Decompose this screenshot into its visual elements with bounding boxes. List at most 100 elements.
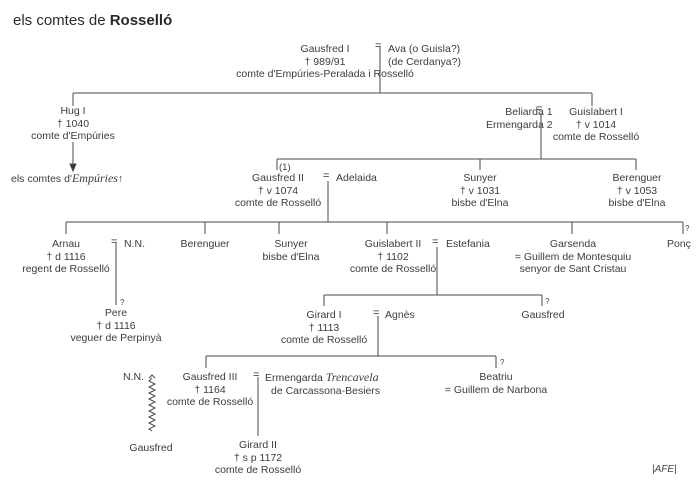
person-guislabert-ii: Guislabert II † 1102 comte de Rosselló [350, 238, 436, 276]
person-gausfred-brother: Gausfred [521, 309, 565, 321]
person-guislabert-i: Guislabert I † v 1014 comte de Rosselló [553, 106, 639, 144]
death-date: † 989/91 [304, 55, 346, 68]
person-beatriu: Beatriu = Guillem de Narbona [445, 371, 547, 396]
person-title: comte d'Empúries [31, 130, 115, 142]
death-date: † s p 1172 [233, 451, 283, 464]
person-origin: de Carcassona-Besiers [271, 384, 381, 397]
source-credit: |AFE| [652, 464, 677, 475]
title-bold: Rosselló [109, 12, 173, 29]
person-name: Gausfred III [182, 371, 238, 383]
person-berenguer: Berenguer [180, 238, 230, 250]
person-name: Garsenda [549, 238, 597, 250]
person-origin: (de Cerdanya?) [388, 55, 461, 68]
illegitimate-wavy-line [147, 374, 157, 432]
person-title: comte de Rosselló [166, 396, 254, 408]
person-arnau: Arnau † d 1116 regent de Rosselló [22, 238, 110, 276]
death-date: † v 1074 [257, 184, 299, 197]
death-date: † v 1031 [459, 184, 501, 197]
branch-empuries-link[interactable]: els comtes d'Empúries↑ [11, 172, 123, 186]
person-nn-arnau-spouse: N.N. [124, 238, 145, 250]
person-hug-i: Hug I † 1040 comte d'Empúries [31, 105, 115, 143]
branch-name: Empúries [71, 171, 118, 185]
person-estefania: Estefania [446, 238, 490, 250]
death-date: † v 1014 [575, 118, 617, 131]
person-surname: Trencavela [325, 370, 379, 384]
person-name: Beatriu [479, 371, 513, 383]
person-title: comte de Rosselló [552, 131, 640, 143]
person-name: Gausfred II [252, 172, 304, 184]
person-name: Ermengarda [265, 372, 326, 384]
diagram-title: els comtes de Rosselló [13, 12, 172, 29]
branch-prefix: els comtes d' [11, 173, 72, 185]
person-title: comte de Rosselló [280, 334, 368, 346]
marriage-symbol: = [323, 170, 330, 182]
person-nn-mistress: N.N. [123, 371, 144, 383]
up-arrow-icon: ↑ [117, 173, 124, 185]
person-title: regent de Rosselló [22, 263, 110, 275]
uncertain-marker: ? [500, 358, 505, 367]
person-title: senyor de Sant Cristau [519, 263, 627, 275]
footnote-marker: (1) [279, 162, 291, 173]
person-title: bisbe d'Elna [608, 197, 666, 209]
person-girard-i: Girard I † 1113 comte de Rosselló [281, 309, 367, 347]
person-ava: Ava (o Guisla?) (de Cerdanya?) [388, 43, 461, 68]
uncertain-marker: ? [545, 297, 550, 306]
death-date: † 1113 [308, 321, 340, 334]
death-date: † v 1053 [616, 184, 658, 197]
person-title: veguer de Perpinyà [70, 332, 162, 344]
death-date: † 1102 [377, 250, 409, 263]
uncertain-marker: ? [685, 224, 690, 233]
marriage-symbol: = [373, 307, 380, 319]
title-prefix: els comtes de [13, 12, 110, 29]
person-gausfred-i: Gausfred I † 989/91 comte d'Empúries-Per… [236, 43, 414, 81]
person-gausfred-ii: Gausfred II † v 1074 comte de Rosselló [235, 172, 321, 210]
person-name: Girard II [239, 439, 277, 451]
person-title: comte d'Empúries-Peralada i Rosselló [236, 68, 414, 80]
marriage-symbol: = [432, 236, 439, 248]
uncertain-marker: ? [120, 298, 125, 307]
person-ermengarda-trencavela: Ermengarda Trencavela de Carcassona-Besi… [265, 371, 380, 397]
person-sunyer: Sunyer bisbe d'Elna [263, 238, 320, 263]
person-name: Sunyer [274, 238, 308, 250]
wife-beliarda: Beliarda 1 [505, 106, 553, 118]
person-girard-ii: Girard II † s p 1172 comte de Rosselló [215, 439, 301, 477]
person-name: Sunyer [463, 172, 497, 184]
person-spouse: = Guillem de Narbona [444, 383, 548, 396]
arrow-head [69, 163, 77, 173]
marriage-symbol: = [536, 103, 543, 115]
person-ponc: Ponç [667, 238, 691, 250]
person-sunyer-bishop: Sunyer † v 1031 bisbe d'Elna [452, 172, 509, 210]
death-date: † d 1116 [96, 319, 136, 332]
person-name: Girard I [306, 309, 342, 321]
marriage-symbol: = [375, 40, 382, 52]
person-title: comte de Rosselló [234, 197, 322, 209]
person-name: Gausfred I [300, 43, 350, 55]
person-pere: Pere † d 1116 veguer de Perpinyà [70, 307, 161, 345]
person-berenguer-bishop: Berenguer † v 1053 bisbe d'Elna [609, 172, 666, 210]
person-garsenda: Garsenda = Guillem de Montesquiu senyor … [515, 238, 631, 276]
person-title: comte de Rosselló [214, 464, 302, 476]
person-name: Berenguer [612, 172, 662, 184]
wife-ermengarda: Ermengarda 2 [486, 118, 553, 131]
person-gausfred-illegitimate: Gausfred [129, 442, 173, 454]
marriage-symbol: = [111, 236, 118, 248]
person-name: Arnau [51, 238, 81, 250]
person-name: Hug I [60, 105, 86, 117]
death-date: † d 1116 [46, 250, 86, 263]
person-name: Ava (o Guisla?) [388, 43, 461, 55]
person-title: bisbe d'Elna [451, 197, 509, 209]
person-adelaida: Adelaida [336, 172, 377, 184]
death-date: † 1164 [194, 383, 226, 396]
person-spouse: = Guillem de Montesquiu [514, 250, 632, 263]
person-name: Guislabert II [364, 238, 422, 250]
person-name: Pere [104, 307, 128, 319]
person-title: comte de Rosselló [349, 263, 437, 275]
marriage-symbol: = [253, 369, 260, 381]
person-agnes: Agnès [385, 309, 415, 321]
person-title: bisbe d'Elna [262, 250, 320, 263]
person-wives-guislabert: Beliarda 1 Ermengarda 2 [486, 106, 553, 131]
death-date: † 1040 [56, 117, 90, 130]
person-gausfred-iii: Gausfred III † 1164 comte de Rosselló [167, 371, 253, 409]
